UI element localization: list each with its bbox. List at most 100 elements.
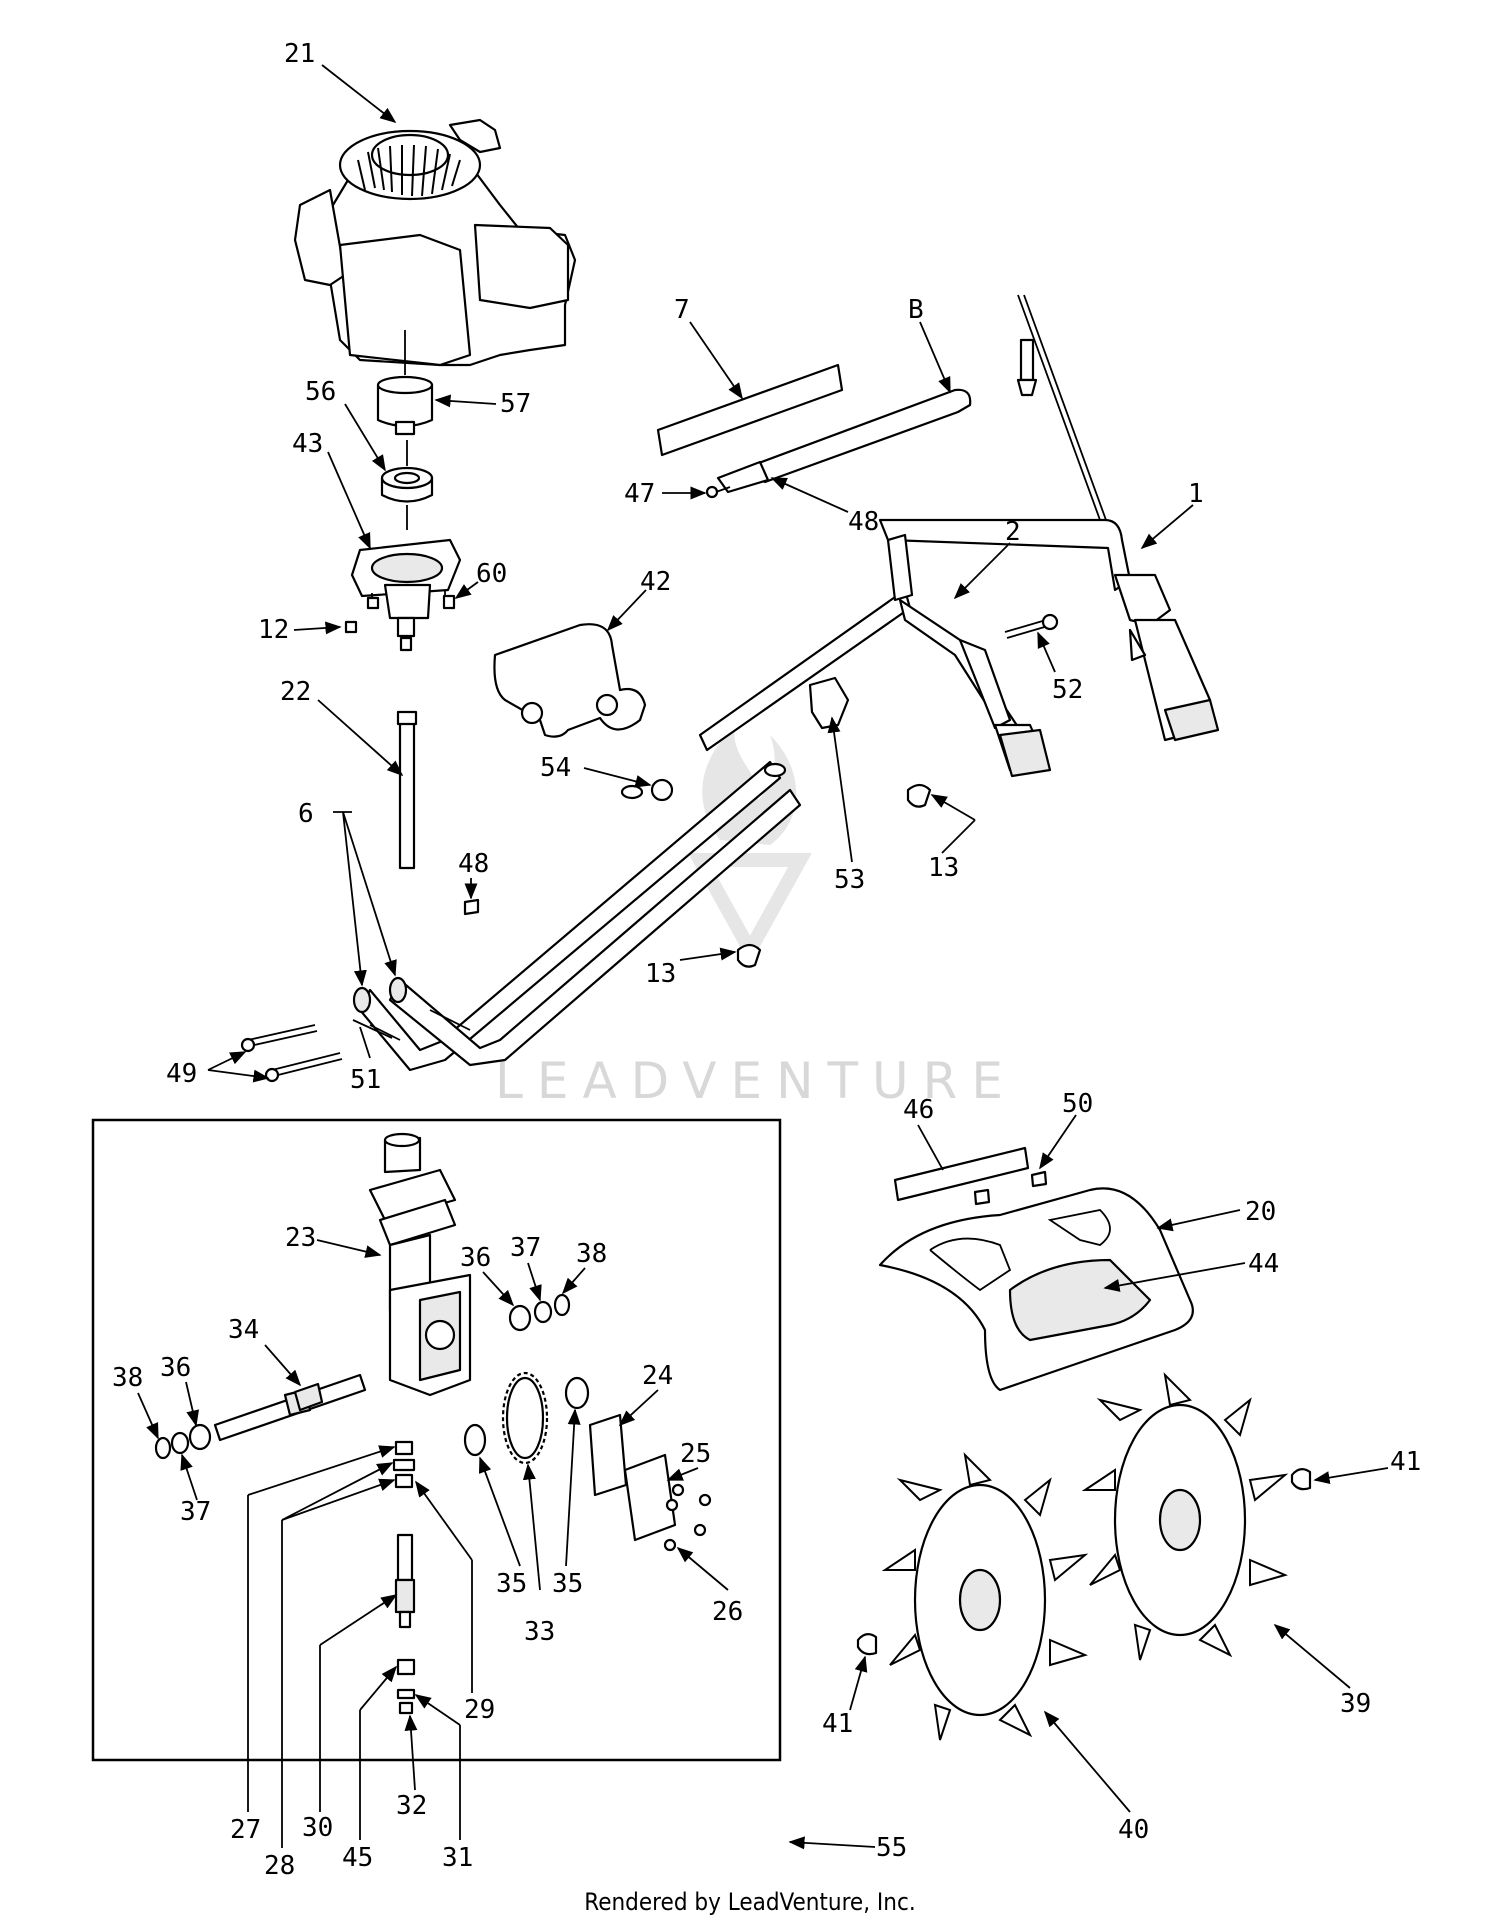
callout-35-right: 35 <box>552 1569 583 1599</box>
handle-assembly <box>698 294 1220 778</box>
callout-30: 30 <box>302 1813 333 1843</box>
callout-46: 46 <box>903 1095 934 1125</box>
callout-57: 57 <box>500 389 531 419</box>
callout-48-mid: 48 <box>458 849 489 879</box>
part-13-lower <box>736 943 762 968</box>
callout-32: 32 <box>396 1791 427 1821</box>
parts-45-31-32 <box>396 1658 416 1715</box>
callout-45: 45 <box>342 1843 373 1873</box>
part-40 <box>881 1452 1089 1741</box>
part-30 <box>394 1533 416 1629</box>
part-56 <box>380 466 434 503</box>
part-49 <box>240 1024 343 1083</box>
parts-36-37-38-right <box>508 1293 571 1332</box>
part-53 <box>808 676 850 730</box>
callout-b: B <box>908 295 924 325</box>
part-23 <box>368 1132 472 1397</box>
callout-60: 60 <box>476 559 507 589</box>
callout-50: 50 <box>1062 1089 1093 1119</box>
part-33 <box>501 1371 549 1465</box>
callout-53: 53 <box>834 865 865 895</box>
transmission-kit-box <box>91 1118 782 1762</box>
callout-23: 23 <box>285 1223 316 1253</box>
part-47 <box>705 485 719 499</box>
callout-34: 34 <box>228 1315 259 1345</box>
callout-55: 55 <box>876 1833 907 1863</box>
part-13-upper <box>906 783 932 808</box>
callout-35-left: 35 <box>496 1569 527 1599</box>
part-43 <box>350 538 462 638</box>
callout-44: 44 <box>1248 1249 1279 1279</box>
callout-37-right: 37 <box>510 1233 541 1263</box>
parts-36-37-38-left <box>154 1423 212 1460</box>
callout-22: 22 <box>280 677 311 707</box>
part-42 <box>493 623 647 738</box>
part-41-left <box>856 1633 878 1656</box>
callout-51: 51 <box>350 1065 381 1095</box>
gasket-hole <box>520 701 544 725</box>
part-34 <box>213 1373 367 1442</box>
callout-1: 1 <box>1188 479 1204 509</box>
part-b <box>716 388 972 494</box>
callout-37-left: 37 <box>180 1497 211 1527</box>
callout-31: 31 <box>442 1843 473 1873</box>
callout-12: 12 <box>258 615 289 645</box>
leader-lines <box>137 64 1389 1850</box>
callout-36-left: 36 <box>160 1353 191 1383</box>
callout-28: 28 <box>264 1851 295 1881</box>
callout-49: 49 <box>166 1059 197 1089</box>
callout-52: 52 <box>1052 675 1083 705</box>
part-24 <box>588 1413 628 1497</box>
part-25 <box>623 1453 677 1542</box>
callout-26: 26 <box>712 1597 743 1627</box>
callout-41-right: 41 <box>1390 1447 1421 1477</box>
callout-39: 39 <box>1340 1689 1371 1719</box>
part-39 <box>1081 1372 1289 1661</box>
callout-38-left: 38 <box>112 1363 143 1393</box>
callout-36-right: 36 <box>460 1243 491 1273</box>
part-22 <box>396 710 418 870</box>
part-7 <box>656 363 844 457</box>
part-20 <box>878 1187 1194 1392</box>
callout-29: 29 <box>464 1695 495 1725</box>
callout-24: 24 <box>642 1361 673 1391</box>
callout-54: 54 <box>540 753 571 783</box>
part-52 <box>1004 613 1059 639</box>
callout-42: 42 <box>640 567 671 597</box>
callout-25: 25 <box>680 1439 711 1469</box>
part-41-right <box>1290 1468 1312 1491</box>
part-51 <box>352 1019 393 1039</box>
part-54 <box>650 778 674 802</box>
callout-21: 21 <box>284 39 315 69</box>
callout-33: 33 <box>524 1617 555 1647</box>
part-46 <box>893 1146 1030 1202</box>
callout-2: 2 <box>1005 517 1021 547</box>
callout-20: 20 <box>1245 1197 1276 1227</box>
part-35-right <box>564 1376 590 1410</box>
part-26 <box>663 1483 712 1552</box>
footer-credit: Rendered by LeadVenture, Inc. <box>584 1888 916 1916</box>
callout-labels: 21 56 57 43 60 12 22 7 B 47 48 2 1 52 42… <box>112 39 1421 1881</box>
part-50b <box>973 1188 991 1206</box>
callout-38-right: 38 <box>576 1239 607 1269</box>
part-50 <box>1030 1170 1048 1188</box>
callout-40: 40 <box>1118 1815 1149 1845</box>
callout-27: 27 <box>230 1815 261 1845</box>
gasket-hole <box>595 693 619 717</box>
callout-47: 47 <box>624 479 655 509</box>
callout-41-left: 41 <box>822 1709 853 1739</box>
callout-13-upper: 13 <box>928 853 959 883</box>
parts-27-28-29 <box>392 1440 416 1489</box>
engine-part-21 <box>293 118 577 375</box>
callout-13-lower: 13 <box>645 959 676 989</box>
callout-48-top: 48 <box>848 507 879 537</box>
callout-7: 7 <box>674 295 690 325</box>
callout-56: 56 <box>305 377 336 407</box>
callout-6: 6 <box>298 799 314 829</box>
watermark-text: LEADVENTURE <box>495 1052 1017 1110</box>
callout-43: 43 <box>292 429 323 459</box>
part-57 <box>376 375 434 436</box>
part-35-left <box>463 1423 487 1457</box>
screws-60-12 <box>344 594 456 652</box>
